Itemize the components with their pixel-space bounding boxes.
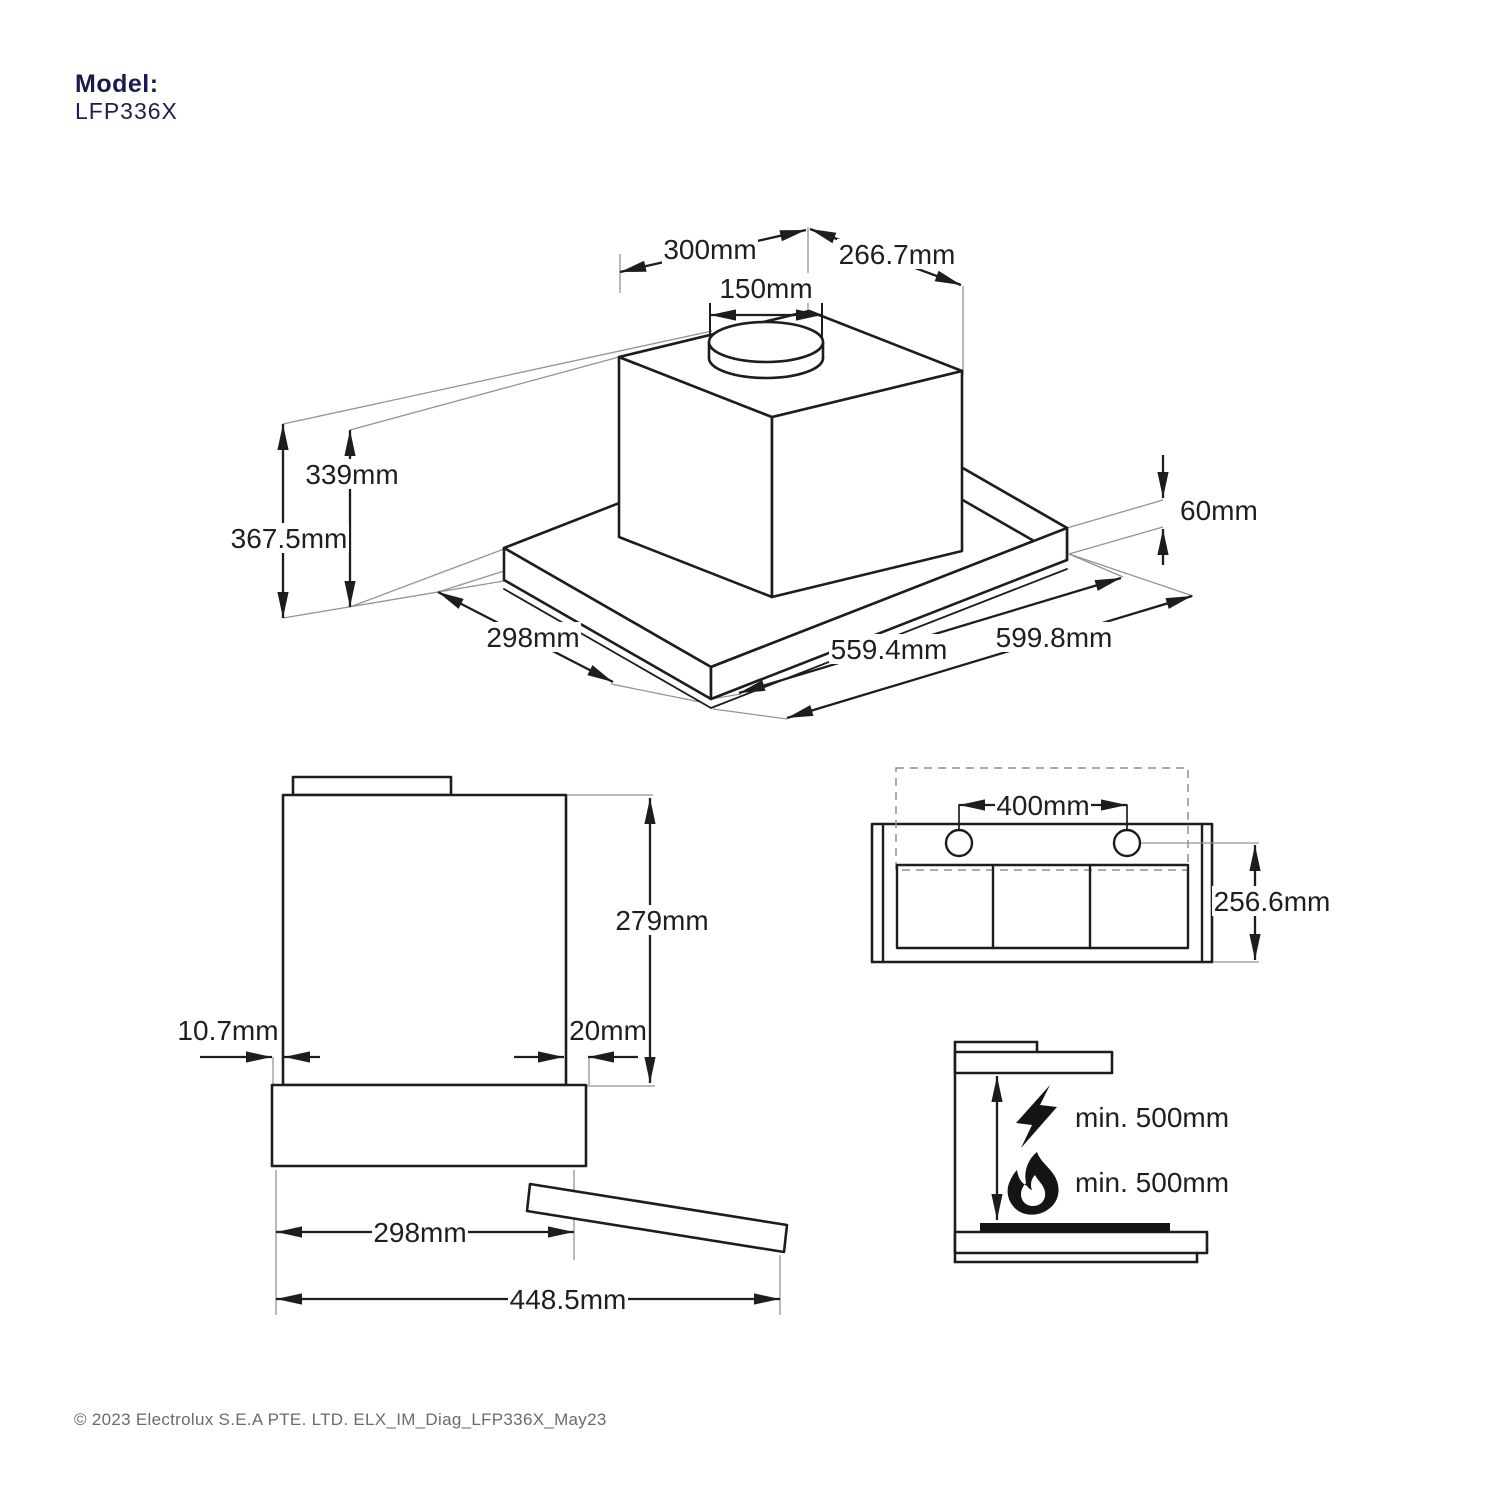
- dim-body-width: 599.8mm: [996, 622, 1113, 653]
- model-label: Model:: [75, 70, 159, 98]
- cabinet-cutout-dashed: [895, 767, 1189, 871]
- hood-top-outline: [870, 822, 1214, 964]
- dim-side-height: 279mm: [615, 905, 708, 936]
- lightning-icon: [1016, 1085, 1057, 1148]
- label-bg: [829, 634, 949, 664]
- clearance-gas: min. 500mm: [1075, 1167, 1229, 1198]
- ref-line-chimney-height-top: [349, 356, 620, 431]
- label-bg: [994, 622, 1114, 652]
- dim-duct-diameter: 150mm: [719, 273, 812, 304]
- ext-line-298-left: [437, 570, 505, 593]
- side-view: 279mm 10.7mm 20mm 298mm 448.5mm: [177, 775, 789, 1315]
- duct-spigot: [707, 320, 825, 380]
- top-view: 400mm 256.6mm: [870, 767, 1332, 964]
- dim-body-height: 60mm: [1180, 495, 1258, 526]
- hood-body-side: [270, 1083, 588, 1168]
- ref-line-total-height-bottom: [282, 580, 505, 619]
- duct-outlet-top: [707, 320, 825, 364]
- clearance-view: min. 500mm min. 500mm: [953, 1040, 1229, 1264]
- label-bg: [372, 1217, 468, 1247]
- label-bg: [229, 523, 349, 553]
- label-bg: [485, 622, 581, 652]
- dim-top-depth: 256.6mm: [1214, 886, 1331, 917]
- countertop: [953, 1230, 1209, 1255]
- isometric-view: 300mm 266.7mm 150mm 339mm 367.5mm 60mm 2…: [229, 227, 1258, 720]
- cooktop-surface: [980, 1223, 1170, 1232]
- label-bg: [718, 273, 814, 303]
- dim-total-height: 367.5mm: [231, 523, 348, 554]
- label-bg: [1212, 886, 1332, 916]
- label-bg: [614, 905, 710, 935]
- dim-hole-spacing: 400mm: [996, 790, 1089, 821]
- mounting-hole-right: [1112, 828, 1142, 858]
- filter-frame: [895, 863, 1190, 950]
- copyright-text: © 2023 Electrolux S.E.A PTE. LTD. ELX_IM…: [74, 1410, 607, 1429]
- duct-collar-bottom: [707, 356, 825, 380]
- dim-front-lip: 10.7mm: [177, 1015, 278, 1046]
- ref-line-total-height-top: [282, 330, 713, 425]
- ext-line-599-left: [712, 708, 788, 720]
- ref-line-60-bottom: [1068, 526, 1164, 555]
- ref-line-chimney-height-bottom: [349, 548, 505, 608]
- hood-underside-bar: [953, 1050, 1114, 1075]
- dim-rear-lip: 20mm: [569, 1015, 647, 1046]
- label-bg: [995, 790, 1091, 820]
- label-bg: [304, 459, 400, 489]
- dim-extended-depth: 448.5mm: [510, 1284, 627, 1315]
- mounting-hole-left: [944, 828, 974, 858]
- dim-filter-width: 559.4mm: [831, 634, 948, 665]
- dim-arrow-body-width: [786, 594, 1193, 720]
- dim-side-depth: 298mm: [373, 1217, 466, 1248]
- ref-line-60-top: [1066, 499, 1164, 529]
- flame-icon: [1007, 1152, 1059, 1215]
- model-number: LFP336X: [75, 98, 178, 124]
- label-bg: [662, 234, 758, 264]
- clearance-electric: min. 500mm: [1075, 1102, 1229, 1133]
- dim-body-depth: 298mm: [486, 622, 579, 653]
- chimney-side: [281, 793, 568, 1087]
- telescopic-visor: [525, 1182, 789, 1254]
- dim-chimney-height: 339mm: [305, 459, 398, 490]
- dim-duct-offset-left: 300mm: [663, 234, 756, 265]
- duct-collar-side: [291, 775, 453, 797]
- ext-line-298-right: [610, 683, 701, 703]
- label-bg: [508, 1284, 628, 1314]
- ext-line-599: [1068, 553, 1194, 597]
- dim-duct-offset-right: 266.7mm: [839, 239, 956, 270]
- label-bg: [837, 239, 957, 269]
- ext-line-559: [1068, 553, 1124, 578]
